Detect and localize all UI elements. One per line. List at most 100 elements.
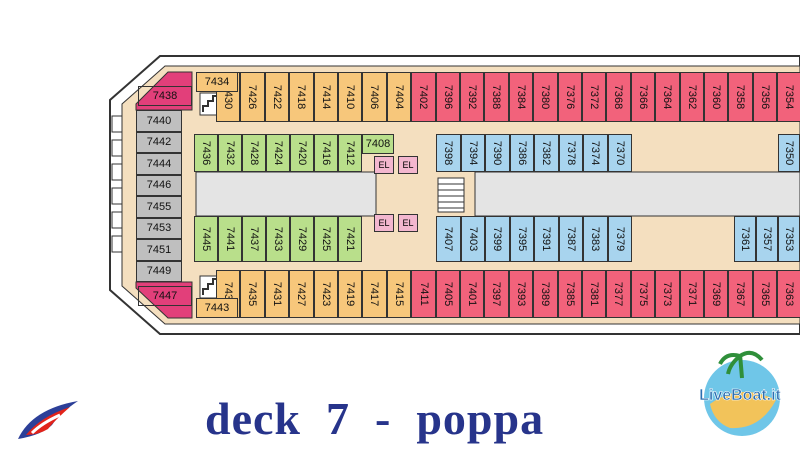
cabin-7432[interactable]: 7432	[218, 134, 242, 172]
atrium-left	[195, 171, 377, 217]
cabin-7363[interactable]: 7363	[777, 270, 800, 318]
cabin-7417[interactable]: 7417	[362, 270, 387, 318]
cabin-7376[interactable]: 7376	[557, 72, 582, 122]
cabin-7421[interactable]: 7421	[338, 216, 362, 262]
liveboat-logo-icon: LiveBoat.it	[699, 350, 782, 436]
cabin-7357[interactable]: 7357	[756, 216, 778, 262]
cabin-7367[interactable]: 7367	[728, 270, 753, 318]
cabin-7391[interactable]: 7391	[534, 216, 559, 262]
cabin-7455[interactable]: 7455	[136, 196, 182, 218]
cabin-7354[interactable]: 7354	[777, 72, 800, 122]
cabin-7423[interactable]: 7423	[313, 270, 338, 318]
cabin-7395[interactable]: 7395	[509, 216, 534, 262]
cabin-7414[interactable]: 7414	[313, 72, 338, 122]
cabin-7411[interactable]: 7411	[411, 270, 436, 318]
cabin-7418[interactable]: 7418	[289, 72, 314, 122]
cabin-7353[interactable]: 7353	[778, 216, 800, 262]
cabin-7396[interactable]: 7396	[435, 72, 460, 122]
cabin-7441[interactable]: 7441	[218, 216, 242, 262]
cabin-7415[interactable]: 7415	[386, 270, 412, 318]
cabin-7379[interactable]: 7379	[607, 216, 632, 262]
cabin-7389[interactable]: 7389	[533, 270, 558, 318]
cabin-7407[interactable]: 7407	[436, 216, 461, 262]
cabin-7385[interactable]: 7385	[557, 270, 582, 318]
cabin-7375[interactable]: 7375	[630, 270, 656, 318]
cabin-7440[interactable]: 7440	[136, 110, 182, 132]
elevator-2: EL	[398, 156, 418, 174]
cabin-7443[interactable]: 7443	[196, 298, 238, 318]
liveboat-text: LiveBoat.it	[699, 387, 781, 404]
cabin-7406[interactable]: 7406	[362, 72, 387, 122]
cabin-7434[interactable]: 7434	[196, 72, 238, 92]
cabin-7403[interactable]: 7403	[460, 216, 485, 262]
cabin-7388[interactable]: 7388	[484, 72, 509, 122]
cabin-7412[interactable]: 7412	[338, 134, 362, 172]
cabin-7451[interactable]: 7451	[136, 239, 182, 261]
cabin-7442[interactable]: 7442	[136, 131, 182, 153]
cabin-7368[interactable]: 7368	[606, 72, 631, 122]
cabin-7364[interactable]: 7364	[655, 72, 680, 122]
cabin-7386[interactable]: 7386	[509, 134, 534, 172]
cabin-7436[interactable]: 7436	[194, 134, 218, 172]
cabin-7433[interactable]: 7433	[266, 216, 290, 262]
cabin-7405[interactable]: 7405	[435, 270, 460, 318]
cabin-7453[interactable]: 7453	[136, 217, 182, 239]
cabin-7360[interactable]: 7360	[704, 72, 729, 122]
cabin-7446[interactable]: 7446	[136, 174, 182, 196]
cabin-7362[interactable]: 7362	[679, 72, 704, 122]
cabin-7431[interactable]: 7431	[264, 270, 290, 318]
cabin-7392[interactable]: 7392	[460, 72, 485, 122]
center-stairs	[437, 177, 465, 213]
cabin-7444[interactable]: 7444	[136, 153, 182, 175]
corner-suite-top	[135, 71, 193, 111]
cabin-7387[interactable]: 7387	[558, 216, 583, 262]
cabin-7449[interactable]: 7449	[136, 260, 182, 282]
cabin-7425[interactable]: 7425	[314, 216, 338, 262]
cabin-7378[interactable]: 7378	[558, 134, 583, 172]
cabin-7408[interactable]: 7408	[362, 134, 394, 154]
cabin-7394[interactable]: 7394	[460, 134, 485, 172]
cabin-7350[interactable]: 7350	[778, 134, 800, 172]
cabin-7365[interactable]: 7365	[752, 270, 778, 318]
cabin-7399[interactable]: 7399	[485, 216, 510, 262]
cabin-7429[interactable]: 7429	[290, 216, 314, 262]
cabin-7366[interactable]: 7366	[630, 72, 656, 122]
cabin-7416[interactable]: 7416	[314, 134, 338, 172]
cabin-7381[interactable]: 7381	[582, 270, 607, 318]
cabin-7435[interactable]: 7435	[240, 270, 265, 318]
cabin-7445[interactable]: 7445	[194, 216, 218, 262]
cabin-7382[interactable]: 7382	[534, 134, 559, 172]
cabin-7380[interactable]: 7380	[533, 72, 558, 122]
cabin-7427[interactable]: 7427	[289, 270, 314, 318]
cabin-7377[interactable]: 7377	[606, 270, 631, 318]
cabin-7390[interactable]: 7390	[485, 134, 510, 172]
cabin-7401[interactable]: 7401	[460, 270, 485, 318]
cabin-7402[interactable]: 7402	[411, 72, 436, 122]
cabin-7372[interactable]: 7372	[582, 72, 607, 122]
cabin-7424[interactable]: 7424	[266, 134, 290, 172]
cabin-7370[interactable]: 7370	[607, 134, 632, 172]
cabin-7374[interactable]: 7374	[583, 134, 608, 172]
cabin-7404[interactable]: 7404	[386, 72, 412, 122]
cabin-7428[interactable]: 7428	[242, 134, 266, 172]
cabin-7397[interactable]: 7397	[484, 270, 509, 318]
cabin-7398[interactable]: 7398	[436, 134, 461, 172]
cabin-7419[interactable]: 7419	[338, 270, 363, 318]
cabin-7393[interactable]: 7393	[508, 270, 534, 318]
cabin-7422[interactable]: 7422	[264, 72, 290, 122]
cabin-7447[interactable]: 7447	[138, 286, 192, 306]
cabin-7371[interactable]: 7371	[679, 270, 704, 318]
cabin-7437[interactable]: 7437	[242, 216, 266, 262]
cabin-7373[interactable]: 7373	[655, 270, 680, 318]
cabin-7361[interactable]: 7361	[734, 216, 756, 262]
corner-suite-bottom	[135, 281, 193, 319]
cabin-7410[interactable]: 7410	[338, 72, 363, 122]
cabin-7358[interactable]: 7358	[728, 72, 753, 122]
cabin-7384[interactable]: 7384	[508, 72, 534, 122]
cabin-7426[interactable]: 7426	[240, 72, 265, 122]
cabin-7383[interactable]: 7383	[583, 216, 608, 262]
cabin-7420[interactable]: 7420	[290, 134, 314, 172]
cabin-7356[interactable]: 7356	[752, 72, 778, 122]
cabin-7369[interactable]: 7369	[704, 270, 729, 318]
cabin-7438[interactable]: 7438	[138, 86, 192, 106]
